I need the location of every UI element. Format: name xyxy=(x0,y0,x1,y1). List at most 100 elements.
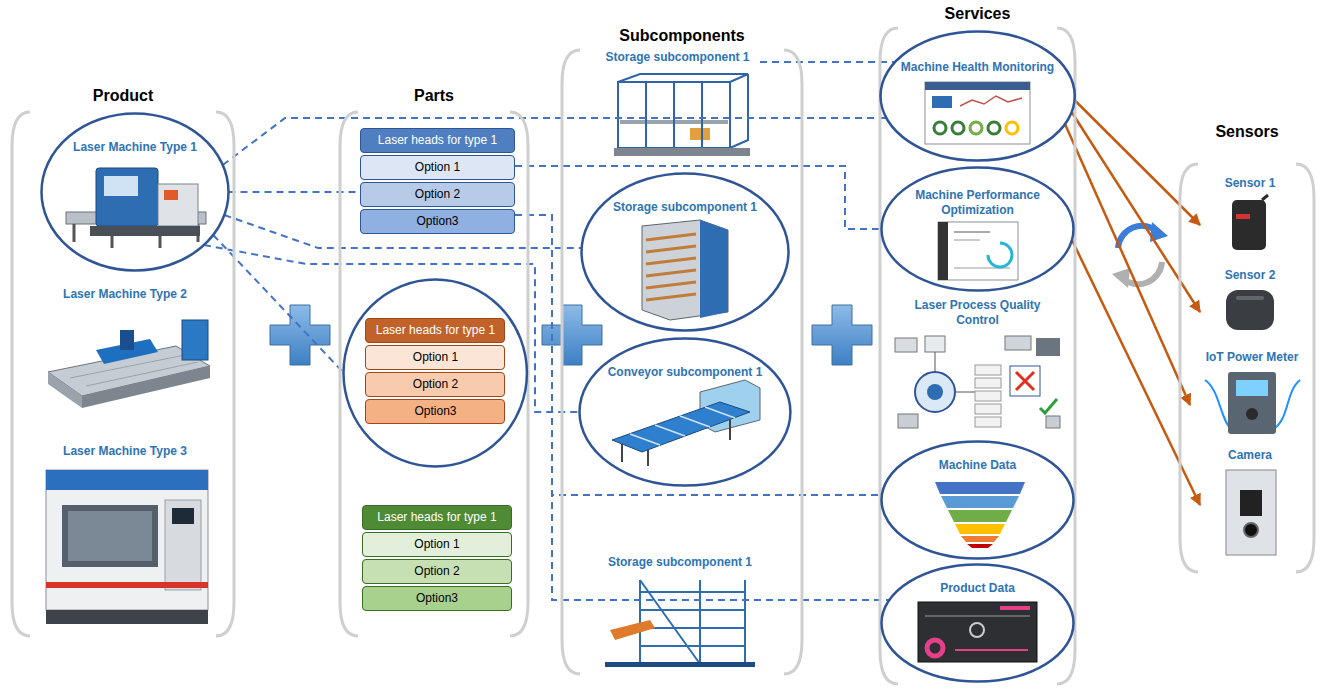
storage-tower-picture xyxy=(646,282,696,288)
column-heading: Sensors xyxy=(1180,122,1314,142)
sensor-node: Sensor 2 xyxy=(1200,268,1300,340)
node-title: Storage subcomponent 1 xyxy=(598,50,758,65)
storage-cage-picture xyxy=(618,82,730,148)
storage-tower-picture xyxy=(646,234,696,240)
conveyor-picture xyxy=(729,420,731,440)
part-heading-bar: Laser heads for type 1 xyxy=(362,505,512,530)
storage-tower-picture xyxy=(646,246,696,252)
storage-cage-picture xyxy=(690,128,710,140)
option-bar: Option 1 xyxy=(365,345,505,370)
subcomponent-node: Storage subcomponent 1 xyxy=(580,172,790,332)
storage-rack-picture xyxy=(610,620,655,640)
node-title: Laser Process Quality Control xyxy=(903,298,1053,328)
column-bracket xyxy=(558,26,806,676)
highlight-ellipse xyxy=(580,172,790,332)
conveyor-picture xyxy=(622,420,730,466)
product-dashboard-screenshot xyxy=(918,602,1037,662)
node-title: Conveyor subcomponent 1 xyxy=(601,365,769,380)
laser-machine-picture xyxy=(82,366,210,408)
laser-machine-picture xyxy=(46,582,208,588)
highlight-ellipse xyxy=(880,32,1074,161)
subcomponent-node: Storage subcomponent 1 xyxy=(595,555,765,671)
highlight-ellipse xyxy=(882,168,1074,291)
product-dashboard-screenshot xyxy=(925,615,1030,617)
storage-cage-picture xyxy=(673,82,675,148)
cycle-arrows xyxy=(1112,222,1168,288)
storage-cage-picture xyxy=(618,74,748,148)
camera-device xyxy=(1226,470,1276,555)
storage-cage-picture xyxy=(614,74,750,156)
optimization-screenshot xyxy=(988,243,1012,267)
laser-machine-picture xyxy=(46,470,208,490)
optimization-screenshot xyxy=(938,222,948,280)
service-node: Machine Performance Optimization xyxy=(880,166,1075,292)
laser-machine-picture xyxy=(48,372,82,408)
product-dashboard-screenshot xyxy=(918,602,1037,662)
node-title: Storage subcomponent 1 xyxy=(598,555,762,570)
data-funnel xyxy=(935,482,1025,548)
dashed-link xyxy=(515,215,889,600)
column-bracket xyxy=(1296,164,1314,572)
node-title: Laser Machine Type 3 xyxy=(35,444,215,459)
service-node: Laser Process Quality Control xyxy=(885,298,1070,435)
laser-machine-picture xyxy=(48,320,210,408)
highlight-ellipse xyxy=(882,565,1074,682)
sensor-node: Sensor 1 xyxy=(1200,176,1300,260)
quality-control-scheme xyxy=(927,384,943,400)
node-title: Laser Machine Type 2 xyxy=(35,287,215,302)
quality-control-scheme xyxy=(975,417,1001,427)
optimization-screenshot xyxy=(954,239,980,241)
laser-machine-picture xyxy=(46,470,208,610)
column-bracket xyxy=(1180,164,1198,572)
part-heading-bar: Laser heads for type 1 xyxy=(360,128,515,153)
quality-control-scheme xyxy=(1005,336,1031,350)
quality-control-scheme xyxy=(975,365,1001,375)
dashed-link xyxy=(515,166,882,229)
column-heading: Services xyxy=(880,4,1075,24)
service-node: Machine Health Monitoring xyxy=(879,30,1076,162)
storage-rack-picture xyxy=(640,627,745,629)
conveyor-picture xyxy=(630,434,660,445)
column-heading: Subcomponents xyxy=(562,26,802,46)
storage-tower-picture xyxy=(700,220,728,318)
storage-tower-picture xyxy=(642,220,728,320)
product-dashboard-screenshot xyxy=(927,640,943,656)
highlight-ellipse xyxy=(879,30,1076,162)
product-dashboard-screenshot xyxy=(970,623,984,637)
option-bar: Option 1 xyxy=(362,532,512,557)
storage-cage-picture xyxy=(645,82,647,148)
column-heading: Parts xyxy=(340,86,528,106)
node-title: Product Data xyxy=(908,581,1048,596)
storage-rack-picture xyxy=(605,662,755,667)
power-meter-device xyxy=(1228,372,1276,434)
laser-machine-picture xyxy=(96,168,158,226)
sensor-node: Camera xyxy=(1200,448,1300,562)
cycle-arrows xyxy=(1112,268,1130,288)
data-funnel xyxy=(961,536,999,542)
conveyor-picture xyxy=(680,416,710,427)
dashed-link xyxy=(760,61,895,63)
part-heading-bar: Laser heads for type 1 xyxy=(365,318,505,343)
storage-rack-picture xyxy=(605,580,755,667)
machine-node: Laser Machine Type 2 xyxy=(30,287,220,409)
dashboard-screenshot xyxy=(1006,122,1018,134)
dashboard-screenshot xyxy=(934,122,1018,134)
storage-rack-picture xyxy=(640,645,745,647)
highlight-ellipse xyxy=(42,114,229,271)
laser-machine-picture xyxy=(46,610,208,624)
node-title: Storage subcomponent 1 xyxy=(605,200,765,215)
quality-control-scheme xyxy=(955,392,975,393)
storage-rack-picture xyxy=(640,591,745,593)
quality-control-scheme xyxy=(975,404,1001,414)
dashboard-screenshot xyxy=(934,122,946,134)
dashboard-screenshot xyxy=(932,96,952,108)
laser-machine-picture xyxy=(66,168,206,248)
plus-sign xyxy=(270,305,872,365)
option-bar: Option 2 xyxy=(362,559,512,584)
optimization-screenshot xyxy=(954,231,990,233)
camera-device xyxy=(1244,523,1258,537)
storage-rack-picture xyxy=(640,580,745,664)
laser-machine-picture xyxy=(182,320,208,360)
storage-tower-picture xyxy=(642,220,728,320)
